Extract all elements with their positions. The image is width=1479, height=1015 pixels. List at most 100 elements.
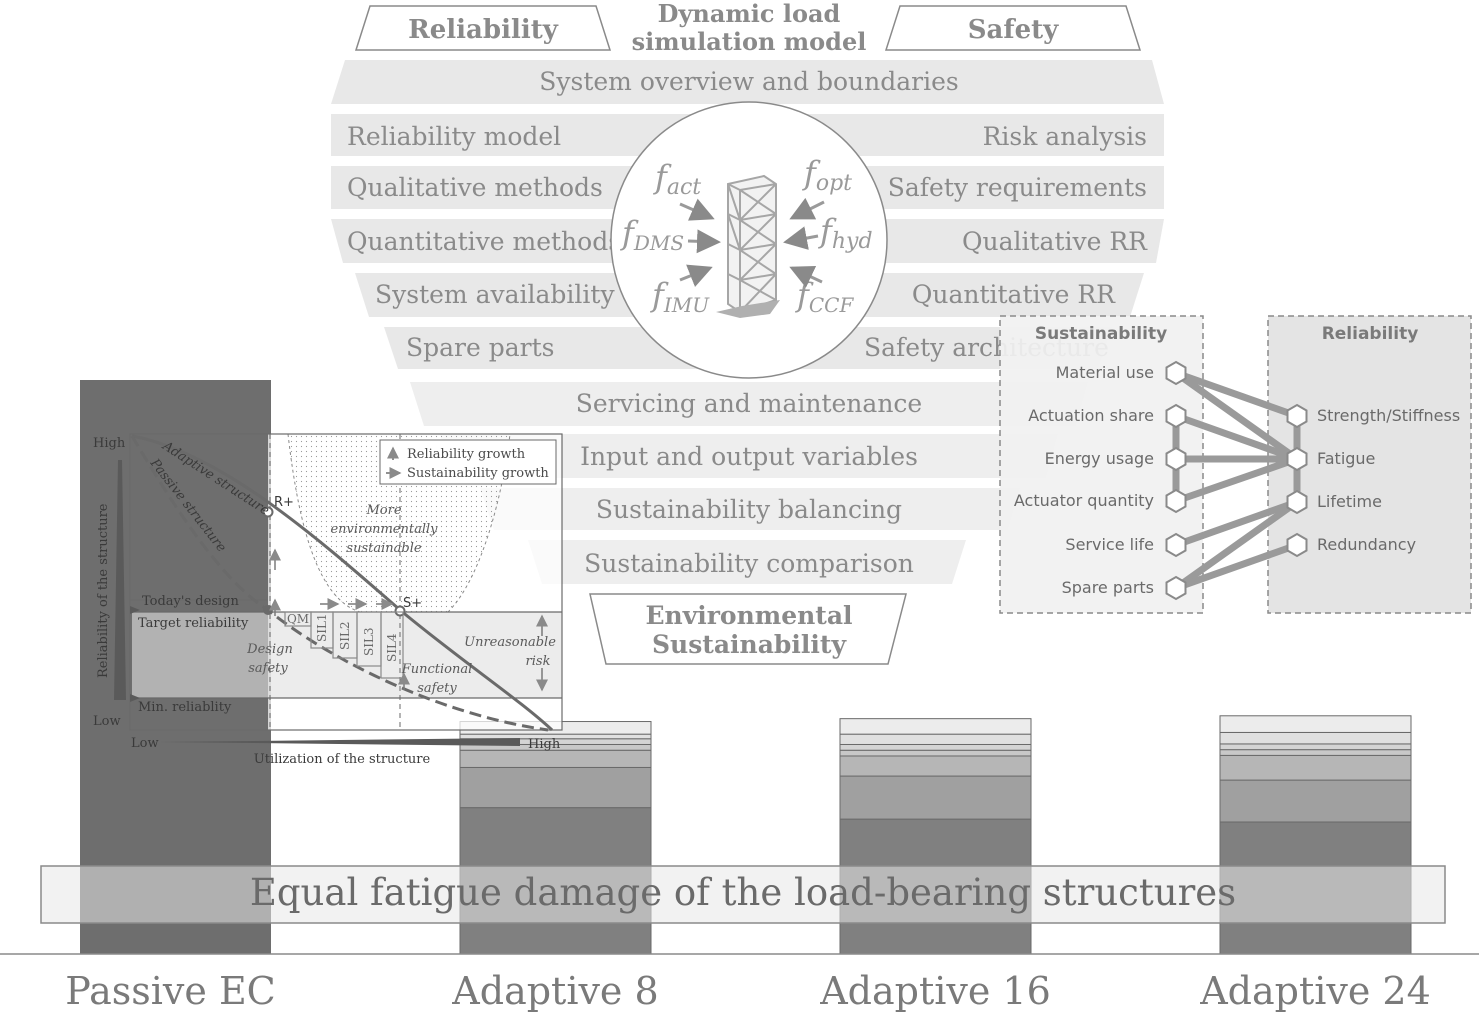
footer-env-box xyxy=(589,593,907,665)
network-link-6 xyxy=(1173,499,1300,591)
tower-shadow xyxy=(716,300,780,318)
sustainability-node-1 xyxy=(1165,403,1187,429)
band-sust-comparison-label: Sustainability comparison xyxy=(584,549,914,578)
label-more-3: sustainable xyxy=(346,541,421,556)
point-s-marker xyxy=(394,605,406,617)
reliability-node-3 xyxy=(1286,532,1308,558)
legend-sustainability-growth: Sustainability growth xyxy=(407,466,549,481)
network-link-7 xyxy=(1174,541,1299,592)
band-servicing-label: Servicing and maintenance xyxy=(576,389,922,418)
reliability-title: Reliability xyxy=(1322,324,1419,344)
sil-3: SIL3 xyxy=(362,627,376,656)
sil-4: SIL4 xyxy=(385,633,399,662)
bar-label-2: Adaptive 16 xyxy=(819,969,1051,1013)
footer-env-1: Environmental xyxy=(645,601,852,630)
network-links xyxy=(1172,369,1301,592)
network-link-5 xyxy=(1174,498,1299,549)
equal-fatigue-label: Equal fatigue damage of the load-bearing… xyxy=(250,871,1236,914)
point-r-marker xyxy=(262,506,274,518)
bar-segment-3-6 xyxy=(1219,715,1412,733)
x-high: High xyxy=(528,737,561,752)
bar-segment-3-2 xyxy=(1219,754,1412,781)
band-input-output-label: Input and output variables xyxy=(580,442,918,471)
label-s-plus: S+ xyxy=(403,596,422,611)
bar-segment-3-4 xyxy=(1219,743,1412,751)
label-r-plus: R+ xyxy=(274,495,294,510)
bar-segment-2-5 xyxy=(839,733,1032,745)
factor-opt: fopt xyxy=(802,154,852,196)
header-dynamic-load-2: simulation model xyxy=(632,27,867,56)
sil-boxes xyxy=(284,611,404,679)
bar-label-3: Adaptive 24 xyxy=(1199,969,1431,1013)
y-low: Low xyxy=(93,714,121,729)
network-link-2 xyxy=(1174,412,1299,463)
adaptive-curve xyxy=(131,434,554,732)
sustainability-reliability-network: Sustainability Reliability Material useA… xyxy=(999,315,1472,614)
band-input-output xyxy=(440,434,1058,478)
band-system-overview-label: System overview and boundaries xyxy=(539,67,958,96)
sustainability-node-0 xyxy=(1165,360,1187,386)
label-todays-design: Today's design xyxy=(142,594,239,609)
header-reliability: Reliability xyxy=(408,15,559,45)
today-marker xyxy=(263,605,273,615)
label-functional-1: Functional xyxy=(401,662,473,677)
label-more-2: environmentally xyxy=(330,522,438,537)
bar-segment-3-5 xyxy=(1219,731,1412,745)
sil-qm: QM xyxy=(287,612,309,626)
band-sust-balancing-label: Sustainability balancing xyxy=(596,495,902,524)
sustainability-node-2 xyxy=(1165,446,1187,472)
sustainability-label-0: Material use xyxy=(1056,363,1154,382)
bar-label-1: Adaptive 8 xyxy=(451,969,658,1013)
growth-arrows xyxy=(269,548,548,692)
sustainability-node-4 xyxy=(1165,532,1187,558)
band-servicing xyxy=(410,382,1088,426)
header-dynamic-load-1: Dynamic load xyxy=(658,0,841,28)
left-item-5: Spare parts xyxy=(406,333,554,362)
sustainability-node-3 xyxy=(1165,488,1187,514)
label-min-reliability: Min. reliablity xyxy=(138,700,232,715)
y-high: High xyxy=(93,436,126,451)
y-axis-label: Reliability of the structure xyxy=(96,503,111,678)
band-system-overview xyxy=(331,60,1164,104)
reliability-node-1 xyxy=(1286,446,1308,472)
factor-arrows xyxy=(679,197,825,288)
sil-2: SIL2 xyxy=(338,621,352,650)
band-sust-comparison xyxy=(528,540,966,584)
label-functional-2: safety xyxy=(417,681,457,696)
bar-segment-3-3 xyxy=(1219,749,1412,756)
label-unreasonable-2: risk xyxy=(526,654,551,669)
legend-reliability-growth: Reliability growth xyxy=(407,447,526,462)
risk-band xyxy=(132,612,562,698)
left-item-4: System availability xyxy=(375,280,615,309)
sustainability-label-5: Spare parts xyxy=(1062,578,1154,597)
equal-fatigue-banner xyxy=(40,865,1446,924)
left-item-1: Reliability model xyxy=(347,122,561,151)
reliability-label-0: Strength/Stiffness xyxy=(1317,406,1460,425)
chart-legend xyxy=(379,439,557,485)
reliability-node-2 xyxy=(1286,489,1308,515)
reliability-node-0 xyxy=(1286,403,1308,429)
chart-frame xyxy=(129,433,563,731)
label-unreasonable-1: Unreasonable xyxy=(464,635,556,650)
x-low: Low xyxy=(131,736,159,751)
y-tick-min xyxy=(130,694,140,702)
right-item-4: Quantitative RR xyxy=(912,280,1116,309)
bar-segment-1-2 xyxy=(459,749,652,768)
label-target-reliability: Target reliability xyxy=(138,616,249,631)
header-safety: Safety xyxy=(968,15,1059,45)
label-design-2: safety xyxy=(248,661,288,676)
structure-circle: fact fopt fDMS fhyd fIMU fCCF xyxy=(610,101,888,379)
reliability-label-1: Fatigue xyxy=(1317,449,1375,468)
header-safety-box xyxy=(884,5,1142,51)
x-axis-wedge xyxy=(160,738,520,746)
network-link-1 xyxy=(1173,370,1300,462)
bar-segment-3-1 xyxy=(1219,779,1412,823)
bar-segment-2-2 xyxy=(839,755,1032,777)
network-link-4 xyxy=(1174,455,1299,505)
y-tick-target xyxy=(130,606,140,614)
bar-segment-1-1 xyxy=(459,766,652,809)
label-more-1: More xyxy=(365,503,401,518)
